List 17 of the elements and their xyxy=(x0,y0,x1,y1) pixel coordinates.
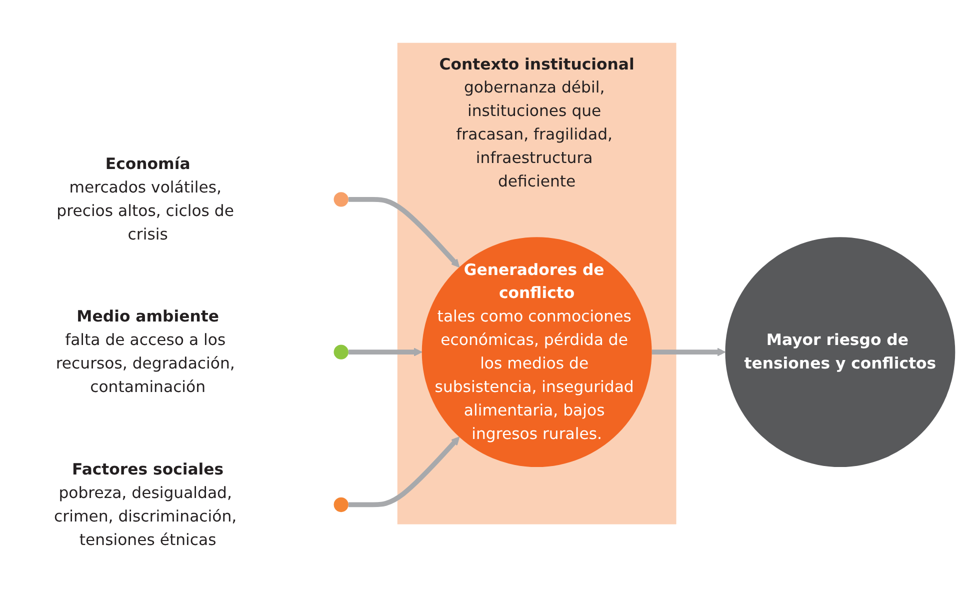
cluster xyxy=(396,43,676,525)
node-label: pobreza, desigualdad, crimen, discriminación, tensiones étnicas xyxy=(54,484,236,550)
node-circle xyxy=(333,498,348,512)
node-label: Medio ambiente xyxy=(76,307,218,326)
node-label: mercados volátiles, precios altos, ciclos de crisis xyxy=(56,178,234,244)
arrow xyxy=(348,348,422,357)
arrow xyxy=(348,197,460,268)
node-label: falta de acceso a los recursos, degradación, contaminación xyxy=(55,330,234,396)
arrow xyxy=(651,348,726,357)
node-circle xyxy=(333,192,348,208)
node-circle xyxy=(421,237,652,468)
node-label: Factores sociales xyxy=(72,460,224,479)
node-circle xyxy=(724,237,955,468)
diagram: Contexto institucional gobernanza débil, instituciones que fracasan, fragilidad, infraestructura deficiente Economía mercados volátiles, precios altos, ciclos de crisis Generadores de conflicto tales como conmociones económicas, pérdida de los medios de subsistencia, inseguridad alimentaria, bajos ingresos rurales. Medio ambiente falta de acceso a los recursos, degradación, contaminación Factores sociales pobreza, desigualdad, crimen, discriminación, tensiones étnicas Mayor riesgo de tensiones y conflictos xyxy=(2,35,962,575)
node-label: Economía xyxy=(104,154,190,174)
arrow xyxy=(348,436,460,508)
node-circle xyxy=(333,345,348,360)
